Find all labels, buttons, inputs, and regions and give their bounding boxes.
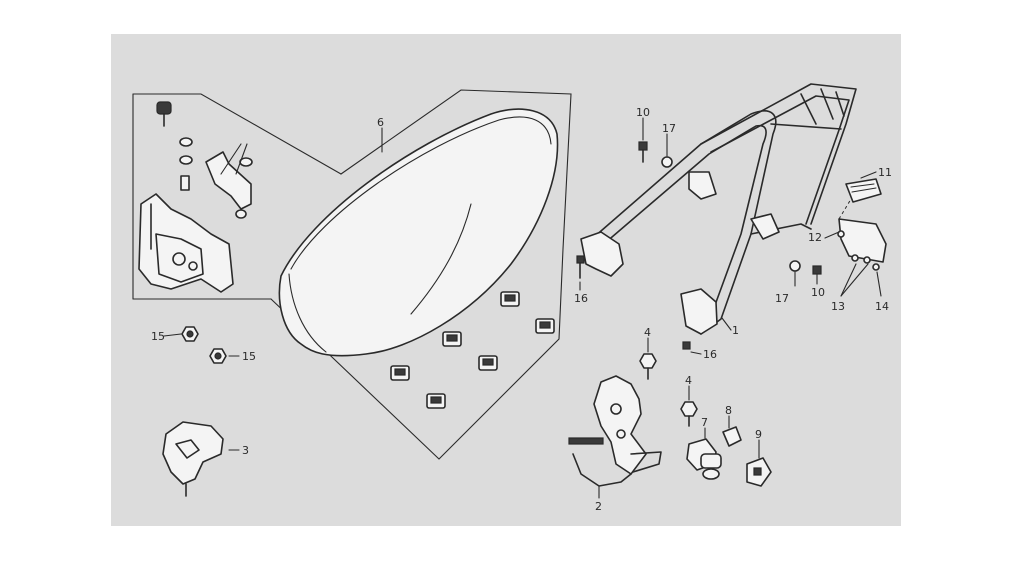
leader-lines (163, 117, 882, 499)
seat-hinge-bracket-part (138, 193, 234, 293)
bolt-4-part (680, 401, 698, 427)
callout-4-lower: 4 (685, 374, 692, 387)
clip-8-part (722, 426, 742, 447)
bracket-3-part (162, 421, 224, 485)
screw-13-part (851, 254, 859, 262)
nut-part (235, 209, 247, 219)
screw-13-part (837, 230, 845, 238)
callout-3: 3 (242, 444, 249, 457)
callout-6: 6 (377, 116, 384, 129)
reflector-bracket-12-part (838, 218, 887, 263)
collar-part (180, 175, 190, 191)
washer-17-part (661, 156, 673, 168)
rear-carrier-frame-part (580, 83, 857, 335)
seat-cushion-block (390, 365, 410, 381)
callout-1: 1 (732, 324, 739, 337)
callout-11: 11 (878, 166, 892, 179)
screw-14-part (872, 263, 880, 271)
bolt-16-part (682, 341, 691, 350)
parts-diagram-panel: 6 1 2 3 4 4 7 8 9 10 10 11 12 13 14 15 1… (111, 34, 901, 526)
seat-cushion-block (500, 291, 520, 307)
callout-17-upper: 17 (662, 122, 676, 135)
callout-16-left: 16 (574, 292, 588, 305)
washer-17-part (789, 260, 801, 272)
callout-13: 13 (831, 300, 845, 313)
seat-cushion-block (442, 331, 462, 347)
callout-12: 12 (808, 231, 822, 244)
seat-and-rear-carrier-exploded-view: 6 1 2 3 4 4 7 8 9 10 10 11 12 13 14 15 1… (132, 83, 892, 513)
nut-15-part (209, 348, 227, 364)
callout-14: 14 (875, 300, 889, 313)
callout-8: 8 (725, 404, 732, 417)
callout-7: 7 (701, 416, 708, 429)
bolt-10-part (812, 265, 822, 275)
callout-4-upper: 4 (644, 326, 651, 339)
seat-stay-bracket-part (205, 151, 252, 210)
seat-cushion-block (478, 355, 498, 371)
callout-9: 9 (755, 428, 762, 441)
seat-part (278, 108, 559, 357)
callout-2: 2 (595, 500, 602, 513)
key-cylinder-7-part (686, 438, 722, 480)
seat-bolt-part (156, 101, 172, 127)
bolt-10-part (638, 141, 648, 163)
callout-10-lower: 10 (811, 286, 825, 299)
callout-10-upper: 10 (636, 106, 650, 119)
seat-cushion-block (426, 393, 446, 409)
left-group-boundary (132, 93, 342, 175)
washer-part (179, 137, 193, 147)
washer-part (179, 155, 193, 165)
seat-cushion-block (535, 318, 555, 334)
bolt-4-part (639, 353, 657, 380)
callout-15-left: 15 (151, 330, 165, 343)
callout-15-right: 15 (242, 350, 256, 363)
seat-lock-latch-part (593, 375, 662, 475)
screw-13-part (863, 256, 871, 264)
seat-group-boundary (270, 89, 572, 460)
callout-16-right: 16 (703, 348, 717, 361)
callout-17-lower: 17 (775, 292, 789, 305)
bolt-16-part (576, 255, 585, 279)
nut-15-part (181, 326, 199, 342)
reflector-11-part (845, 178, 882, 203)
